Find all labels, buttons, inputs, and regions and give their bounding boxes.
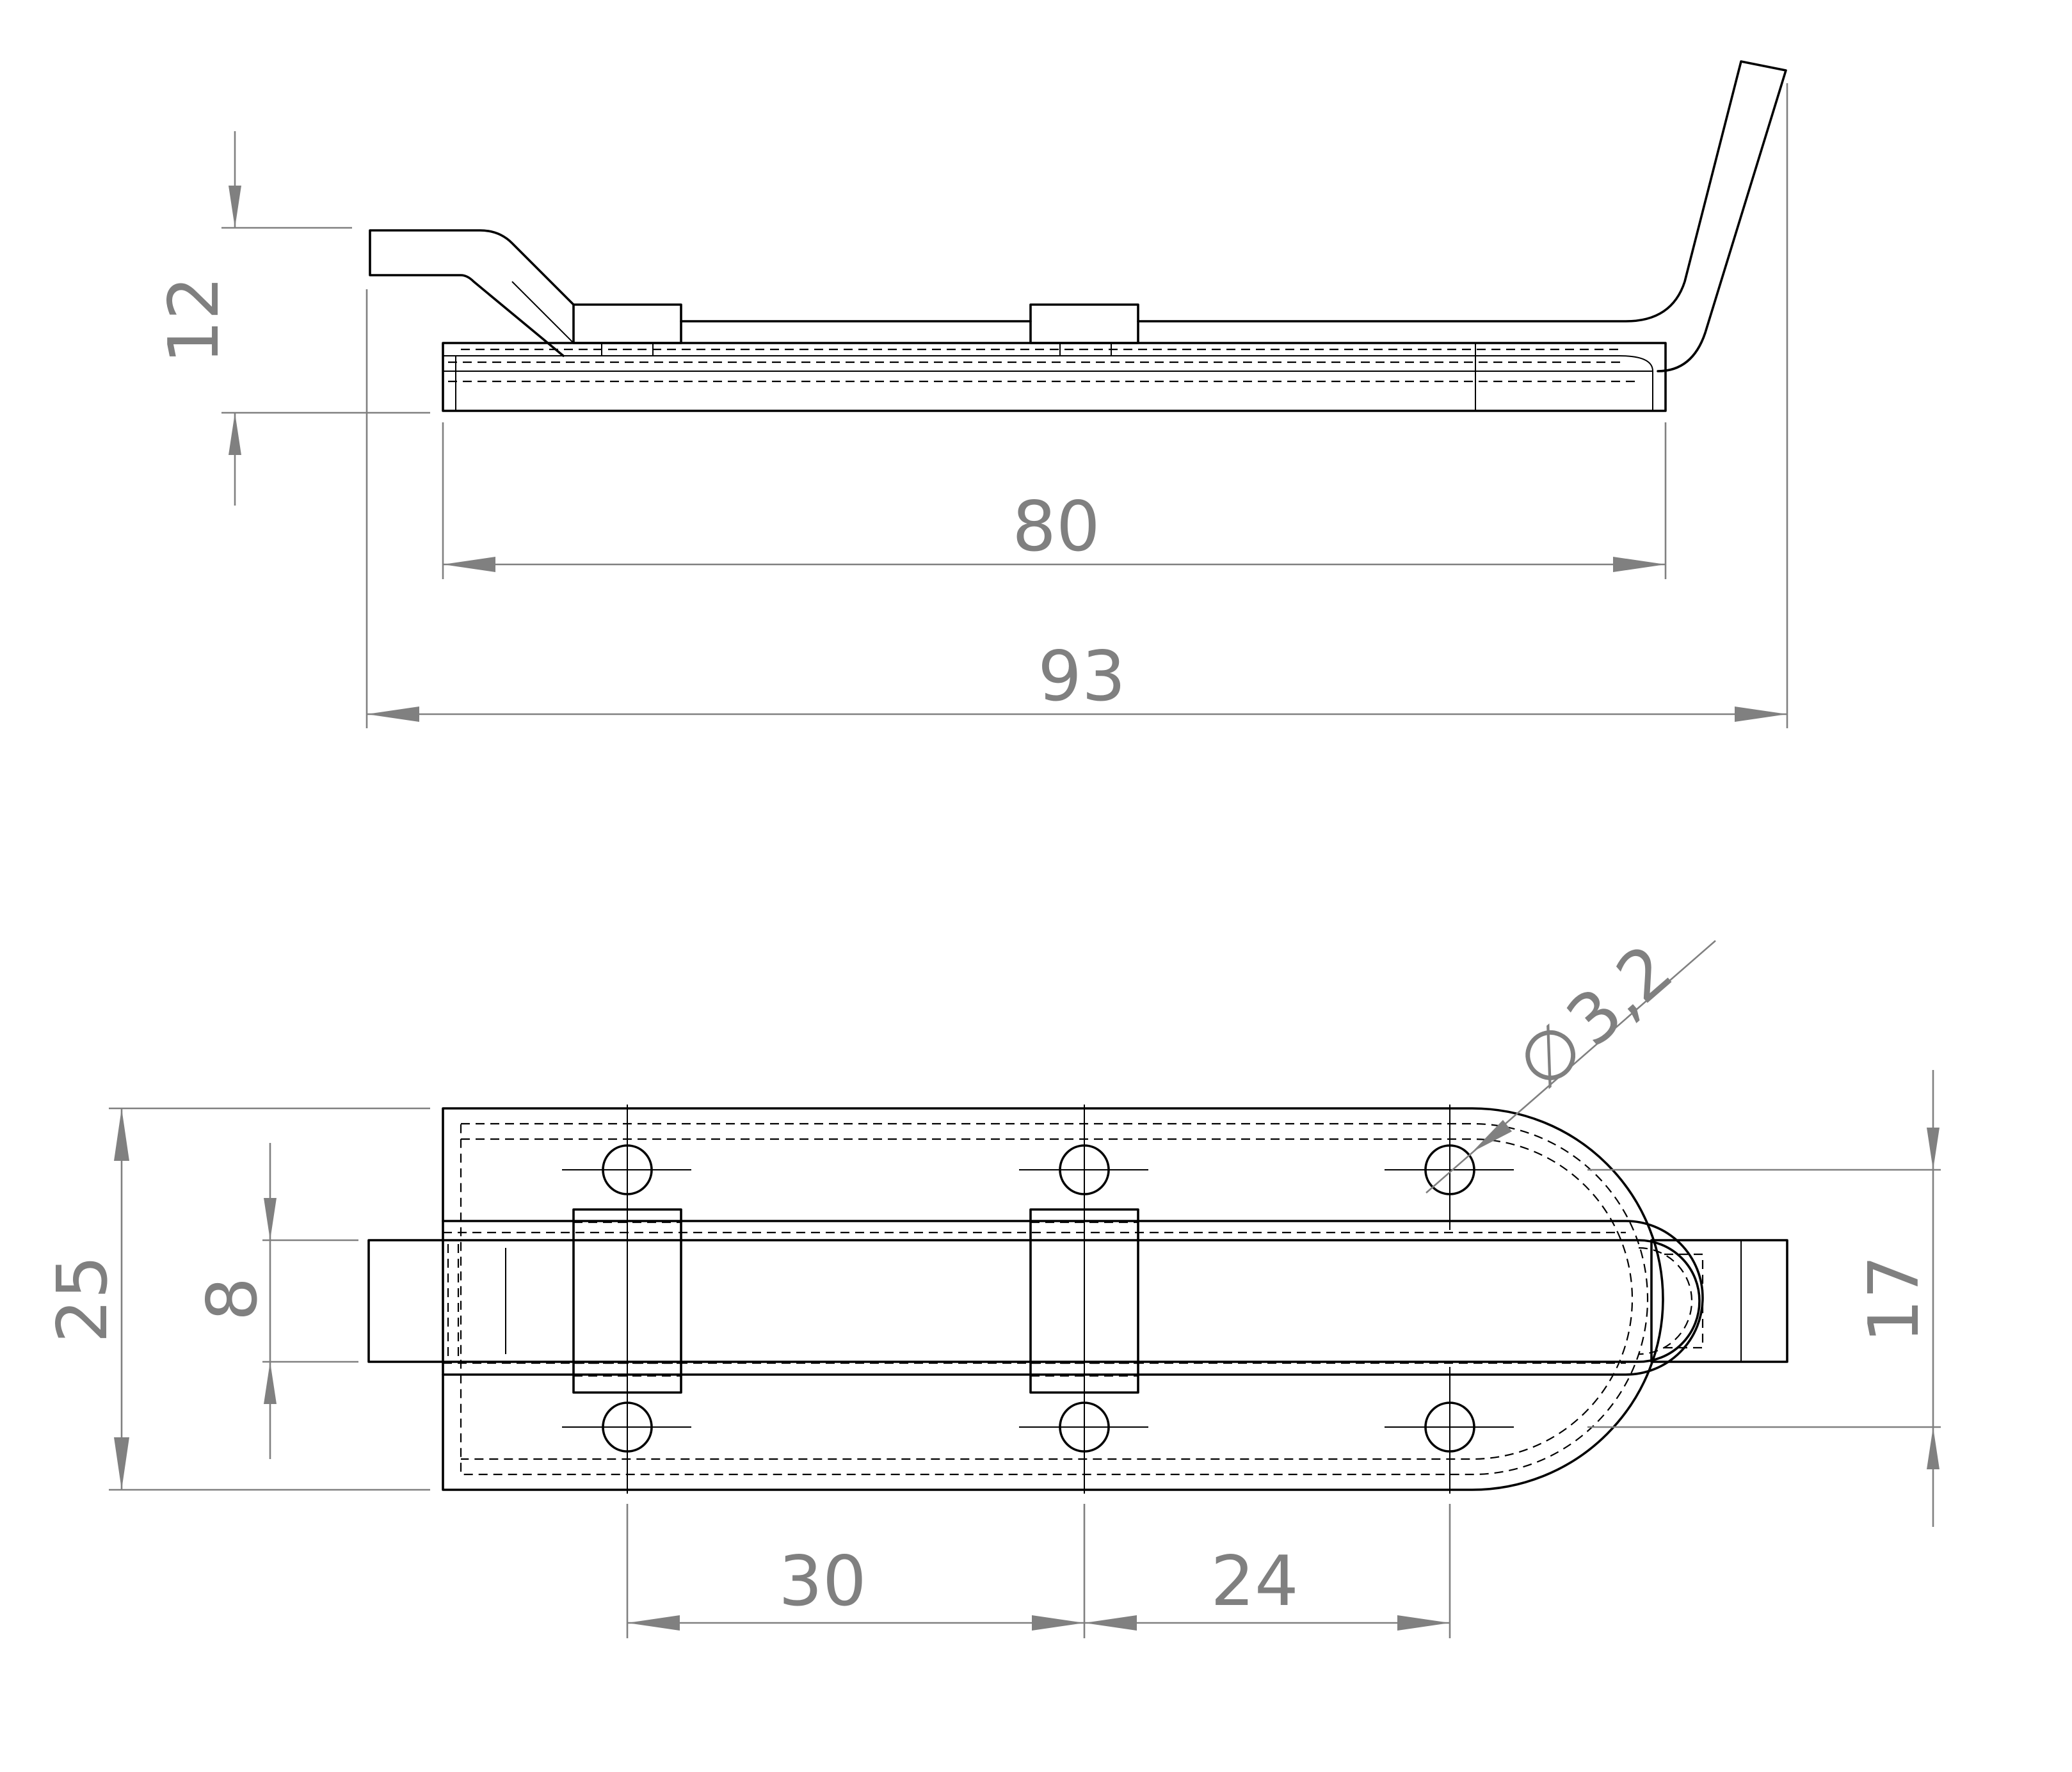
hole-center-lines	[562, 1105, 1514, 1494]
side-bolt-rod	[680, 60, 1787, 372]
top-plate-hidden-inner	[461, 1138, 1634, 1460]
top-holes	[562, 1105, 1514, 1494]
side-staple-right	[1029, 303, 1139, 344]
top-plate-outline	[442, 1107, 1664, 1491]
top-channel-hidden	[443, 1231, 1626, 1364]
top-view	[367, 1105, 1788, 1494]
top-knob	[1650, 1239, 1788, 1363]
dim-plate-width: 25	[43, 1255, 123, 1343]
top-staple-hidden	[574, 1221, 1138, 1377]
dim-side-height: 12	[154, 276, 234, 363]
side-staple-left	[572, 303, 682, 344]
side-plate-hidden-lines	[448, 348, 1639, 383]
side-plate-inner-lines	[443, 355, 1653, 411]
side-base-plate	[442, 342, 1667, 412]
side-dimensions: 12 80 93	[154, 83, 1788, 728]
dim-bolt-width: 8	[193, 1277, 273, 1321]
dim-base-length: 80	[1012, 487, 1100, 567]
dim-overall-length: 93	[1038, 637, 1125, 717]
side-staple-legs	[601, 343, 1112, 356]
top-knob-hidden	[1664, 1253, 1704, 1349]
top-bolt-bar	[367, 1239, 1701, 1363]
dim-hole-pitch-2: 24	[1210, 1542, 1298, 1622]
top-plate-hidden-outline	[460, 1122, 1649, 1476]
top-dimensions: 25 8 17 ∅ 3,2 30 24	[43, 930, 1941, 1638]
side-bolt-knob	[369, 229, 575, 357]
dim-hole-spacing: 17	[1854, 1255, 1934, 1343]
top-bolt-hidden	[447, 1244, 1693, 1357]
dim-hole-pitch-1: 30	[778, 1542, 866, 1622]
side-view	[369, 60, 1787, 412]
side-knob-inner	[511, 281, 574, 344]
top-channel	[442, 1220, 1704, 1376]
